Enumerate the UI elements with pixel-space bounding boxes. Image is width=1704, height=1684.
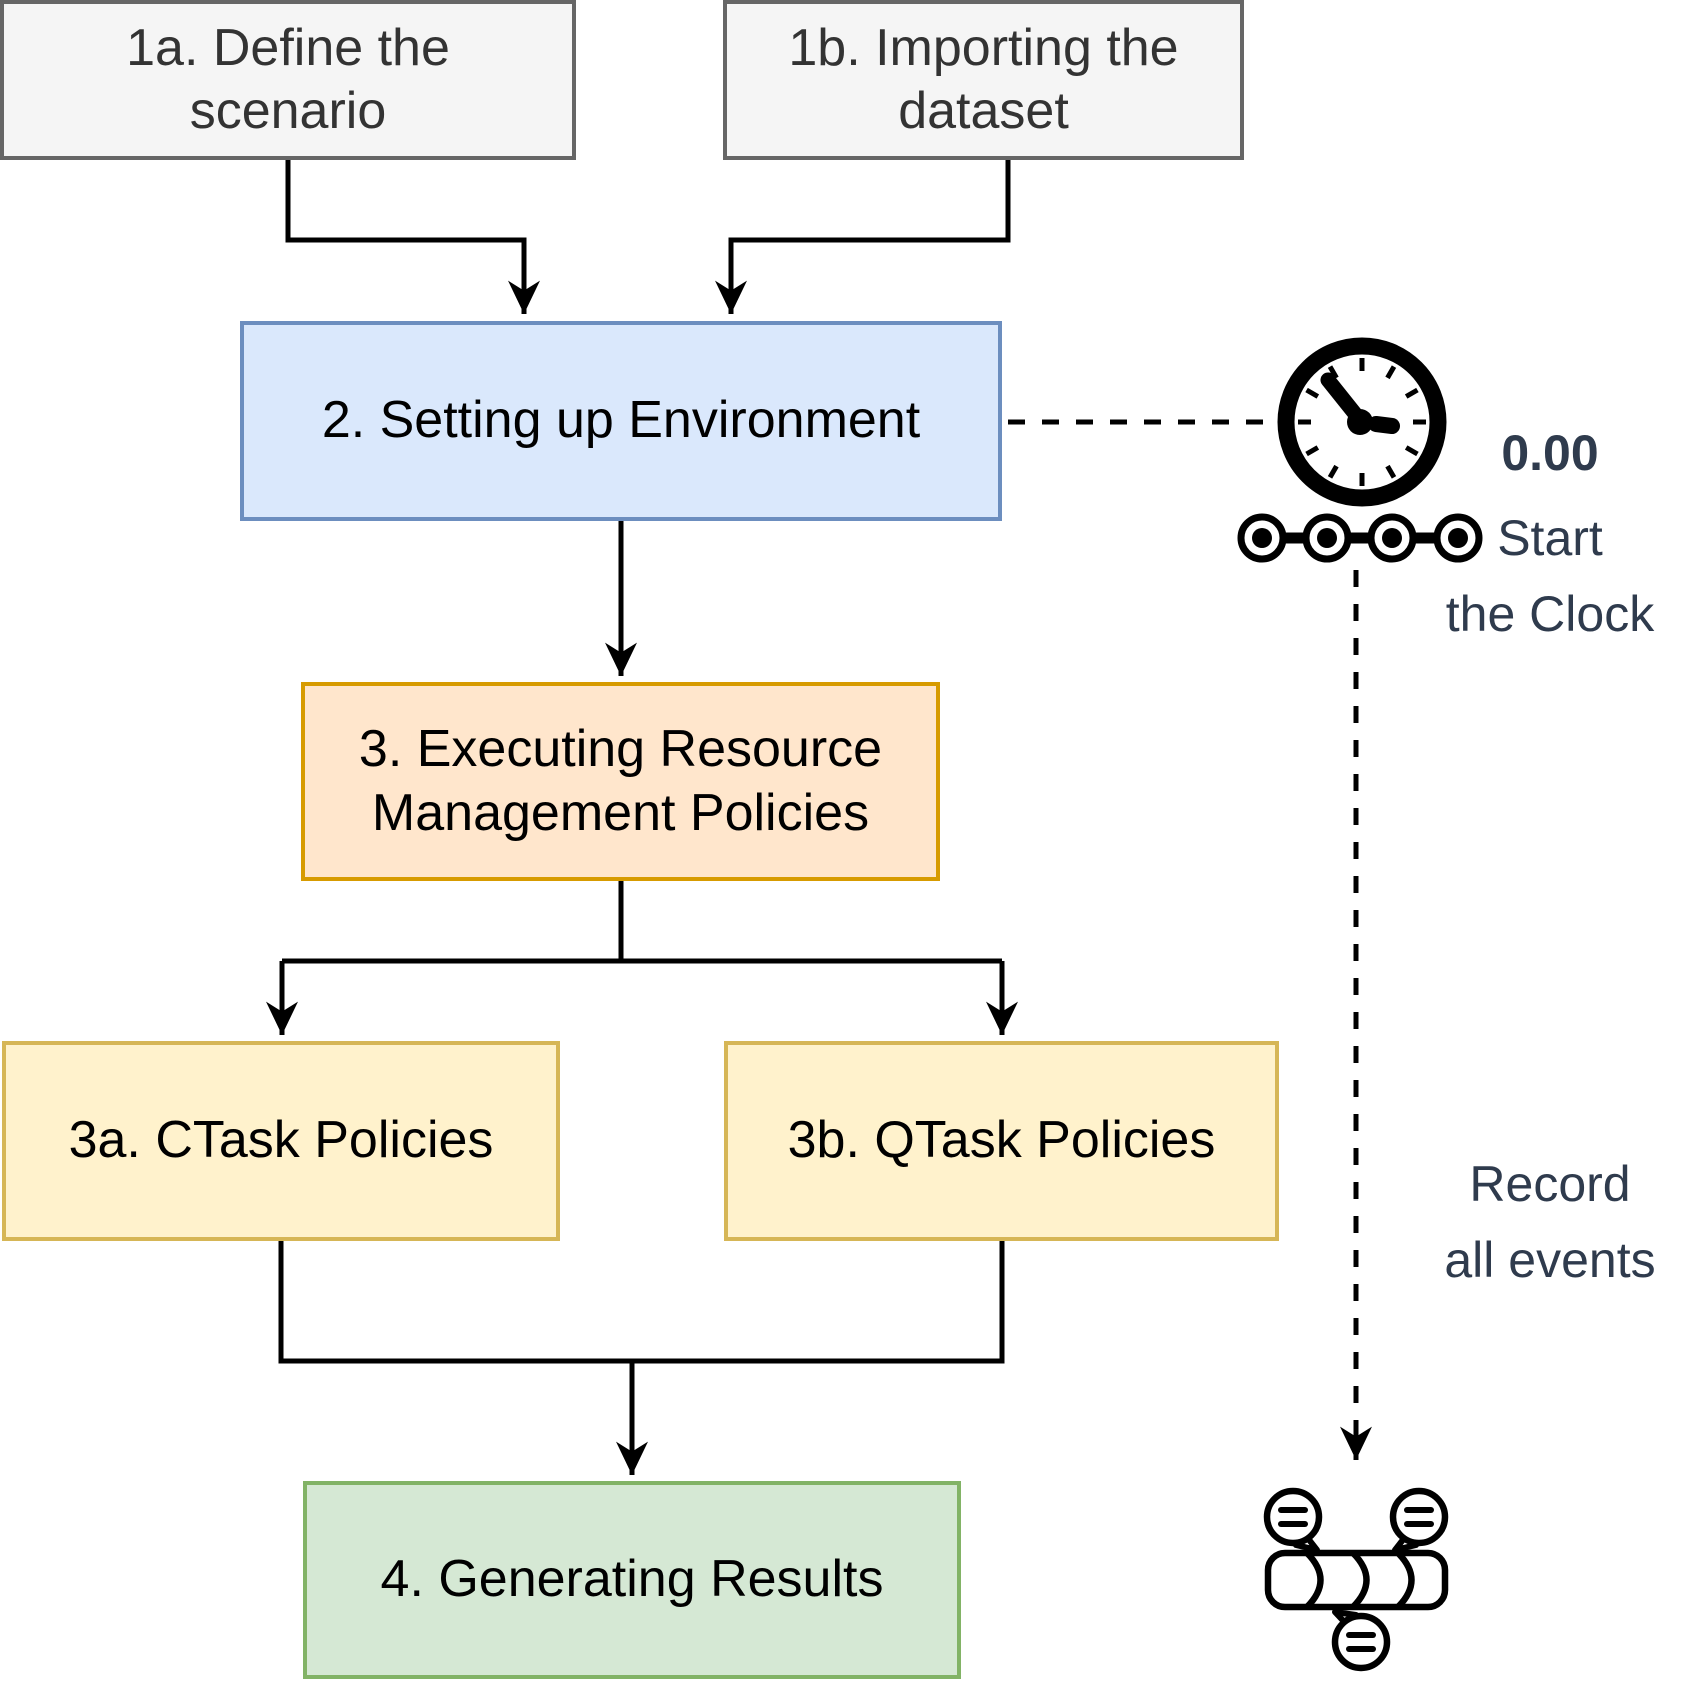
node-define-scenario: 1a. Define the scenario xyxy=(0,0,576,160)
node-executing-policies: 3. Executing Resource Management Policie… xyxy=(301,682,940,881)
node-setting-up-environment: 2. Setting up Environment xyxy=(240,321,1002,521)
node-generating-results-label: 4. Generating Results xyxy=(380,1550,884,1609)
record-all-events-label: Record all events xyxy=(1444,1156,1656,1288)
node-ctask-policies-label: 3a. CTask Policies xyxy=(68,1111,494,1170)
node-importing-dataset-label: 1b. Importing the dataset xyxy=(788,18,1179,140)
node-qtask-policies: 3b. QTask Policies xyxy=(724,1041,1279,1241)
clock-icon xyxy=(1277,337,1447,507)
start-the-clock-label: Start the Clock xyxy=(1445,510,1655,642)
node-setting-up-environment-label: 2. Setting up Environment xyxy=(321,391,921,450)
node-executing-policies-label: 3. Executing Resource Management Policie… xyxy=(358,720,883,842)
connector-3-split xyxy=(282,881,1002,964)
events-icon xyxy=(1263,1487,1449,1672)
node-importing-dataset: 1b. Importing the dataset xyxy=(723,0,1244,160)
clock-value: 0.00 xyxy=(1501,425,1599,481)
connector-3ab-merge xyxy=(278,1241,1005,1364)
timeline-icon xyxy=(1237,513,1483,563)
node-generating-results: 4. Generating Results xyxy=(303,1481,961,1679)
arrow-1b-to-2 xyxy=(715,160,1011,314)
node-define-scenario-label: 1a. Define the scenario xyxy=(126,18,450,140)
arrow-1a-to-2 xyxy=(285,160,540,314)
node-ctask-policies: 3a. CTask Policies xyxy=(2,1041,560,1241)
node-qtask-policies-label: 3b. QTask Policies xyxy=(787,1111,1216,1170)
